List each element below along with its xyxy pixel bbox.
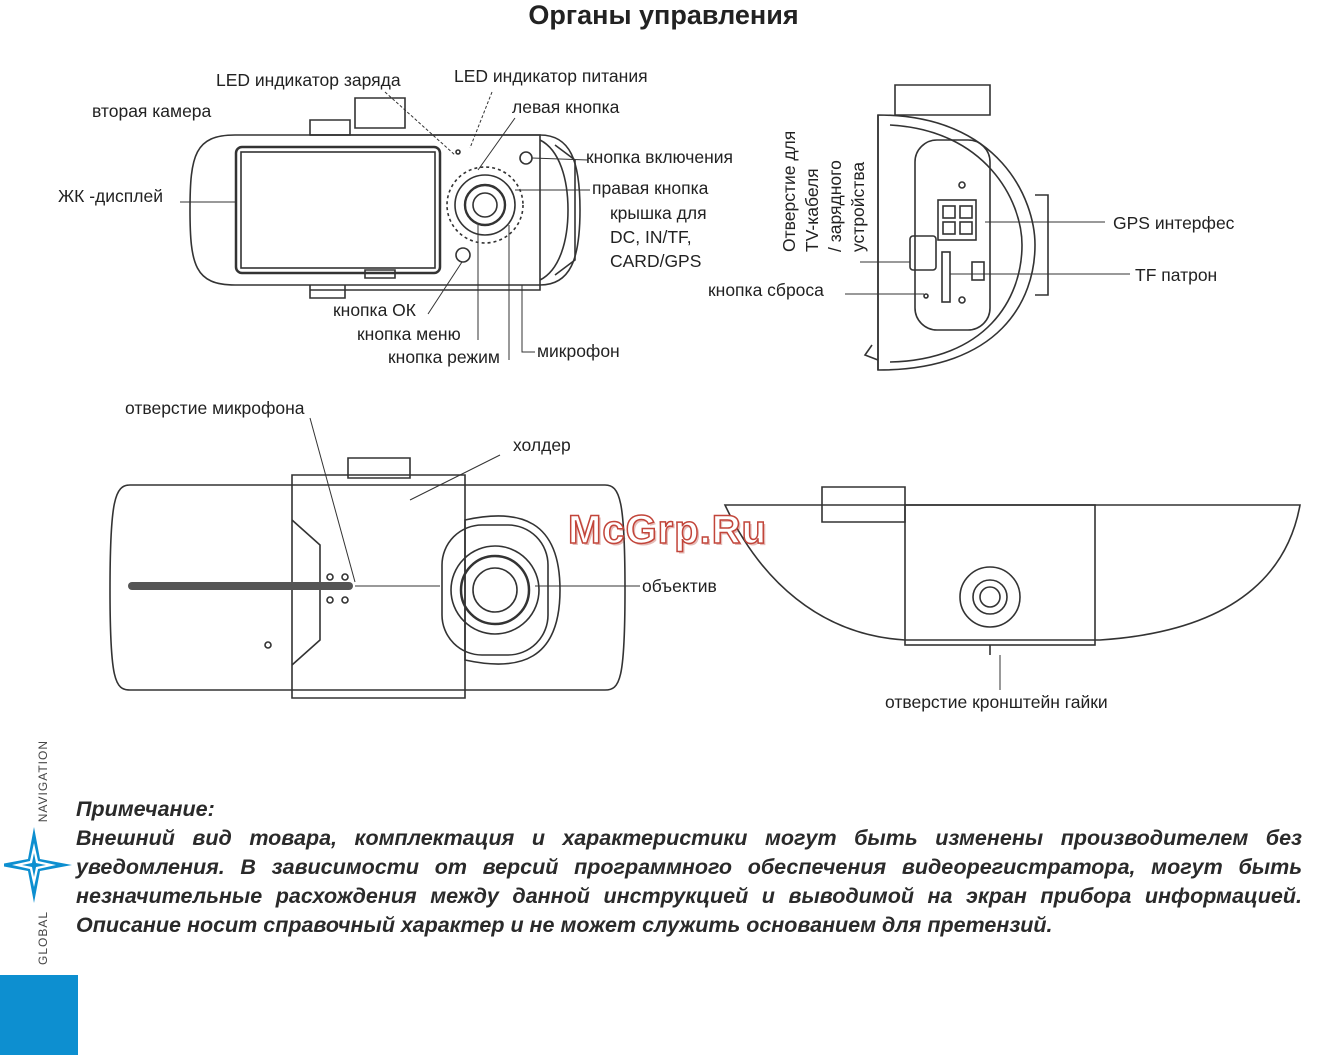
watermark: McGrp.Ru — [567, 507, 768, 553]
label-led-power: LED индикатор питания — [454, 66, 648, 86]
label-tv-hole: Отверстие для TV-кабеля / зарядного устр… — [778, 112, 878, 252]
label-reset-button: кнопка сброса — [708, 280, 824, 300]
label-power-button: кнопка включения — [586, 147, 734, 167]
label-tv-hole-line1: Отверстие для — [779, 130, 799, 252]
label-tf-slot: TF патрон — [1135, 265, 1218, 285]
label-tv-hole-line2: TV-кабеля — [802, 168, 822, 252]
label-tv-hole-line3: / зарядного — [825, 160, 845, 252]
label-lcd: ЖК -дисплей — [58, 186, 163, 206]
label-cover-line1: крышка для — [610, 203, 707, 223]
label-bracket-hole: отверстие кронштейн гайки — [885, 692, 1108, 712]
label-led-charge: LED индикатор заряда — [216, 70, 401, 90]
label-ok-button: кнопка ОК — [333, 300, 416, 320]
label-holder: холдер — [513, 435, 571, 455]
label-gps-interface: GPS интерфес — [1113, 213, 1235, 233]
device-bottom-view — [723, 486, 1301, 690]
label-cover-line2: DC, IN/TF, — [610, 227, 692, 247]
page-corner-block — [0, 975, 78, 1055]
note-heading: Примечание: — [76, 797, 215, 821]
star-icon — [4, 827, 72, 903]
page-title: Органы управления — [528, 0, 799, 30]
device-front-view — [109, 417, 640, 699]
label-right-button: правая кнопка — [592, 178, 709, 198]
label-cover-line3: CARD/GPS — [610, 251, 702, 271]
logo-word-global: GLOBAL — [36, 910, 50, 965]
label-microphone: микрофон — [537, 341, 620, 361]
logo-word-navigation: NAVIGATION — [36, 740, 50, 823]
global-navigation-logo: GLOBAL NAVIGATION — [4, 740, 74, 965]
device-back-view — [180, 91, 590, 360]
label-menu-button: кнопка меню — [357, 324, 461, 344]
label-mode-button: кнопка режим — [388, 347, 500, 367]
label-lens: объектив — [642, 576, 717, 596]
note-block: Примечание: Внешний вид товара, комплект… — [76, 795, 1302, 940]
label-mic-hole: отверстие микрофона — [125, 398, 305, 418]
device-side-view — [845, 84, 1130, 371]
label-second-camera: вторая камера — [92, 101, 212, 121]
label-tv-hole-line4: устройства — [848, 161, 868, 252]
note-body: Внешний вид товара, комплектация и харак… — [76, 826, 1302, 937]
label-left-button: левая кнопка — [512, 97, 620, 117]
